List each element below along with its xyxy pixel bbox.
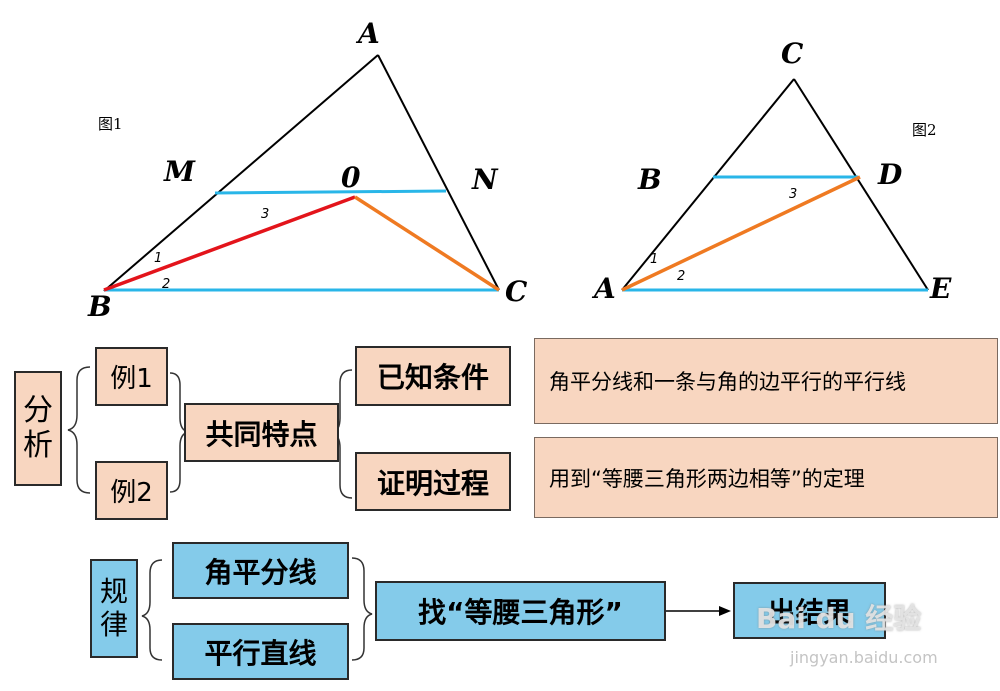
example-2-label: 例2 <box>110 478 153 508</box>
watermark-url-text: jingyan.baidu.com <box>790 648 938 667</box>
figure-2: C A B D E 1 2 3 图2 <box>591 37 952 305</box>
fig2-side-ca <box>621 78 795 291</box>
rule-label-char-2: 律 <box>99 607 128 641</box>
example-2-box: 例2 <box>95 461 168 520</box>
fig2-label-d: D <box>877 158 903 191</box>
watermark-brand-text: Bai du 经验 <box>756 602 922 635</box>
example-1-label: 例1 <box>110 364 153 394</box>
fig1-side-ab <box>103 54 379 292</box>
common-features-label: 共同特点 <box>205 417 318 451</box>
fig2-angle-1: 1 <box>650 252 658 267</box>
arrow-head-icon <box>719 606 731 616</box>
result-label: 出结果 <box>767 595 852 629</box>
known-conditions-label: 已知条件 <box>376 361 489 394</box>
find-isosceles-label: 找“等腰三角形” <box>418 596 623 629</box>
watermark-brand: Bai du 经验 <box>756 597 921 637</box>
find-isosceles-box: 找“等腰三角形” <box>375 581 666 641</box>
fig1-side-ac <box>377 54 500 291</box>
rule-label: 规 律 <box>90 559 138 658</box>
fig2-label-b: B <box>637 163 662 196</box>
fig2-angle-2: 2 <box>677 269 685 284</box>
fig1-label-c: C <box>505 275 528 308</box>
rule-label-char-1: 规 <box>99 575 128 609</box>
brace-analysis-left <box>67 366 91 494</box>
parallel-lines-box: 平行直线 <box>172 623 349 680</box>
proof-process-box: 证明过程 <box>355 452 511 511</box>
fig1-segment-mn <box>214 189 447 195</box>
watermark-url: jingyan.baidu.com <box>790 648 938 667</box>
brace-rule-right <box>351 557 373 661</box>
analysis-label: 分 析 <box>14 371 62 486</box>
fig2-side-ce <box>793 78 929 291</box>
fig1-angle-1: 1 <box>154 251 162 266</box>
common-features-box: 共同特点 <box>184 403 339 462</box>
fig1-caption: 图1 <box>98 115 123 133</box>
fig2-label-e: E <box>929 272 952 305</box>
figure-1: A B C M N 0 1 2 3 图1 <box>87 17 528 323</box>
known-conditions-note-text: 角平分线和一条与角的边平行的平行线 <box>549 370 906 394</box>
fig1-angle-2: 2 <box>162 277 170 292</box>
fig1-label-m: M <box>163 155 196 188</box>
fig2-caption: 图2 <box>912 121 937 139</box>
brace-rule-left <box>141 559 163 661</box>
fig1-label-n: N <box>471 163 499 196</box>
example-1-box: 例1 <box>95 347 168 406</box>
fig2-label-a: A <box>591 272 616 305</box>
proof-process-label: 证明过程 <box>376 466 489 500</box>
analysis-label-char-2: 析 <box>23 427 53 463</box>
fig2-angle-3: 3 <box>789 187 797 202</box>
analysis-label-char-1: 分 <box>23 393 53 428</box>
known-conditions-note: 角平分线和一条与角的边平行的平行线 <box>534 338 998 424</box>
fig1-bisector-co <box>354 195 500 292</box>
bisector-box: 角平分线 <box>172 542 349 599</box>
fig1-label-b: B <box>87 290 112 323</box>
proof-process-note: 用到“等腰三角形两边相等”的定理 <box>534 437 998 518</box>
fig1-angle-3: 3 <box>261 207 269 222</box>
proof-process-note-text: 用到“等腰三角形两边相等”的定理 <box>549 466 865 491</box>
bisector-label: 角平分线 <box>204 555 317 589</box>
result-box: 出结果 <box>733 582 886 639</box>
known-conditions-box: 已知条件 <box>355 346 511 406</box>
fig2-bisector-ad <box>621 175 861 292</box>
geometry-figures: A B C M N 0 1 2 3 图1 C A B D E 1 2 3 图2 <box>87 17 952 323</box>
parallel-lines-label: 平行直线 <box>204 636 317 670</box>
fig1-label-o: 0 <box>341 161 361 194</box>
fig1-bisector-bo <box>103 195 356 292</box>
fig1-label-a: A <box>355 17 380 50</box>
fig2-label-c: C <box>781 37 804 70</box>
